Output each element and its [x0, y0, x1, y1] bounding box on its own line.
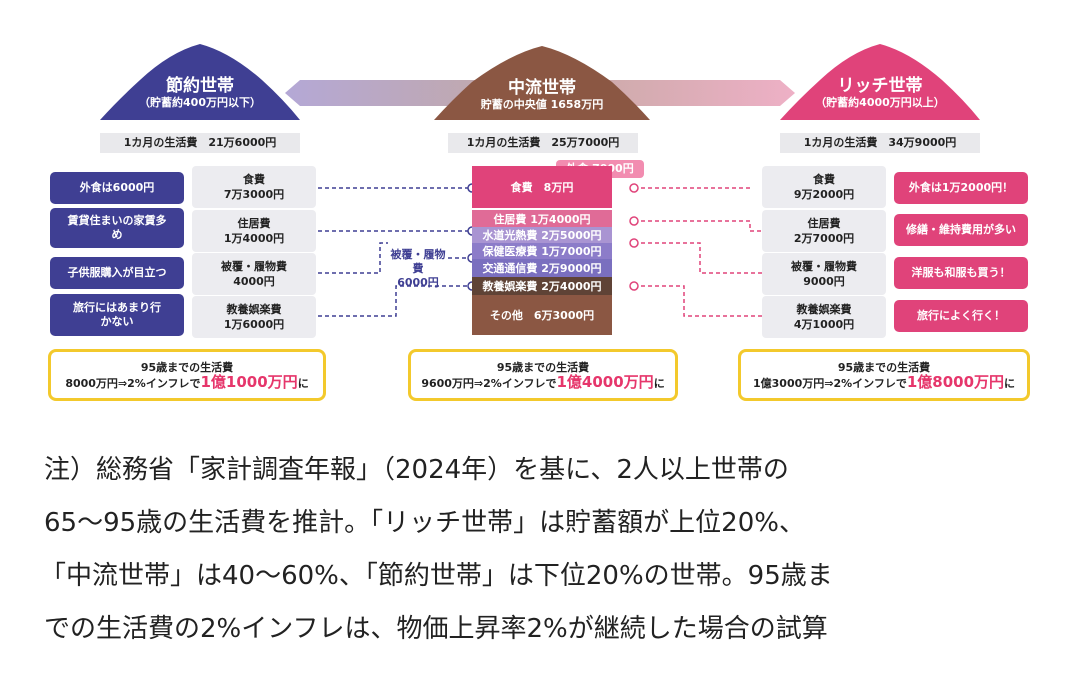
left-cat-housing-value: 1万4000円 — [223, 232, 285, 245]
center-clothing: 被覆・履物費 6000円 — [388, 248, 448, 290]
center-monthly: 1カ月の生活費 25万7000円 — [448, 133, 638, 153]
right-roof — [780, 44, 980, 120]
center-bar-food: 食費 8万円 — [472, 166, 612, 208]
center-total: 95歳までの生活費 9600万円⇒2%インフレで1億4000万円に — [408, 349, 678, 401]
left-cat-culture-name: 教養娯楽費 — [226, 303, 282, 316]
left-cat-housing-name: 住居費 — [237, 217, 271, 230]
right-cat-housing-value: 2万7000円 — [793, 232, 855, 245]
left-note-4: 旅行にはあまり行かない — [50, 294, 184, 336]
left-subtitle: （貯蓄約400万円以下） — [139, 96, 261, 109]
right-cat-food: 食費 9万2000円 — [762, 166, 886, 208]
left-total-big: 1億1000万円 — [200, 372, 298, 391]
center-roof — [434, 46, 650, 120]
right-cat-housing: 住居費 2万7000円 — [762, 210, 886, 252]
right-cat-food-name: 食費 — [813, 173, 835, 186]
left-cat-food-value: 7万3000円 — [223, 188, 285, 201]
right-cat-culture: 教養娯楽費 4万1000円 — [762, 296, 886, 338]
left-total-suffix: に — [297, 376, 309, 390]
caption-line-1: 注）総務省「家計調査年報」（2024年）を基に、2人以上世帯の — [44, 455, 789, 485]
left-cat-food-name: 食費 — [243, 173, 265, 186]
right-line-housing — [634, 220, 762, 232]
left-cat-clothing-name: 被覆・履物費 — [221, 260, 287, 273]
caption-line-3: 「中流世帯」は40〜60%、「節約世帯」は下位20%の世帯。95歳ま — [40, 561, 833, 591]
caption-line-2: 65〜95歳の生活費を推計。「リッチ世帯」は貯蓄額が上位20%、 — [44, 508, 805, 538]
right-cat-housing-name: 住居費 — [807, 217, 841, 230]
right-cat-food-value: 9万2000円 — [793, 188, 855, 201]
center-bar-transport: 交通通信費 2万9000円 — [472, 259, 612, 277]
right-roof-label: リッチ世帯 （貯蓄約4000万円以上） — [780, 76, 980, 110]
left-note-3: 子供服購入が目立つ — [50, 257, 184, 289]
right-monthly: 1カ月の生活費 34万9000円 — [780, 133, 980, 153]
right-total-suffix: に — [1004, 376, 1016, 390]
center-clothing-label: 被覆・履物費 — [390, 248, 446, 275]
left-line-clothing — [318, 242, 388, 274]
center-total-label: 95歳までの生活費 — [496, 360, 590, 374]
left-cat-food: 食費 7万3000円 — [192, 166, 316, 208]
left-cat-clothing-value: 4000円 — [233, 275, 275, 288]
right-note-3: 洋服も和服も買う！ — [894, 257, 1028, 289]
center-clothing-value: 6000円 — [397, 276, 439, 289]
left-line-culture — [318, 285, 472, 317]
left-cat-culture-value: 1万6000円 — [223, 318, 285, 331]
right-total: 95歳までの生活費 1億3000万円⇒2%インフレで1億8000万円に — [738, 349, 1030, 401]
left-note-2: 賃貸住まいの家賃多め — [50, 208, 184, 248]
left-monthly: 1カ月の生活費 21万6000円 — [100, 133, 300, 153]
caption-line-4: での生活費の2%インフレは、物価上昇率2%が継続した場合の試算 — [44, 614, 828, 644]
left-total-label: 95歳までの生活費 — [140, 360, 234, 374]
center-title: 中流世帯 — [508, 78, 576, 98]
center-bar-utilities: 水道光熱費 2万5000円 — [472, 227, 612, 243]
right-total-line: 1億3000万円⇒2%インフレで — [752, 376, 907, 390]
center-bar-other: その他 6万3000円 — [472, 295, 612, 335]
left-roof — [100, 44, 300, 120]
right-note-1: 外食は1万2000円！ — [894, 172, 1028, 204]
right-cat-culture-value: 4万1000円 — [793, 318, 855, 331]
right-note-4: 旅行によく行く！ — [894, 300, 1028, 332]
center-bar-culture: 教養娯楽費 2万4000円 — [472, 277, 612, 295]
right-total-label: 95歳までの生活費 — [837, 360, 931, 374]
right-cat-culture-name: 教養娯楽費 — [796, 303, 852, 316]
center-total-big: 1億4000万円 — [556, 372, 654, 391]
left-total-line: 8000万円⇒2%インフレで — [65, 376, 201, 390]
right-cat-clothing: 被覆・履物費 9000円 — [762, 253, 886, 295]
right-cat-clothing-value: 9000円 — [803, 275, 845, 288]
left-cat-clothing: 被覆・履物費 4000円 — [192, 253, 316, 295]
right-title: リッチ世帯 — [837, 76, 923, 96]
center-total-suffix: に — [653, 376, 665, 390]
right-line-clothing — [634, 242, 762, 274]
right-total-big: 1億8000万円 — [906, 372, 1005, 391]
left-cat-housing: 住居費 1万4000円 — [192, 210, 316, 252]
right-note-2: 修繕・維持費用が多い — [894, 214, 1028, 246]
left-title: 節約世帯 — [166, 76, 234, 96]
left-total: 95歳までの生活費 8000万円⇒2%インフレで1億1000万円に — [48, 349, 326, 401]
right-line-culture — [634, 285, 762, 317]
center-total-line: 9600万円⇒2%インフレで — [421, 376, 557, 390]
center-bar-medical: 保健医療費 1万7000円 — [472, 243, 612, 259]
left-note-1: 外食は6000円 — [50, 172, 184, 204]
right-subtitle: （貯蓄約4000万円以上） — [815, 96, 945, 109]
right-cat-clothing-name: 被覆・履物費 — [791, 260, 857, 273]
left-cat-culture: 教養娯楽費 1万6000円 — [192, 296, 316, 338]
center-bar-housing: 住居費 1万4000円 — [472, 210, 612, 227]
left-roof-label: 節約世帯 （貯蓄約400万円以下） — [100, 76, 300, 110]
center-subtitle: 貯蓄の中央値 1658万円 — [480, 98, 604, 111]
center-roof-label: 中流世帯 貯蓄の中央値 1658万円 — [434, 78, 650, 112]
